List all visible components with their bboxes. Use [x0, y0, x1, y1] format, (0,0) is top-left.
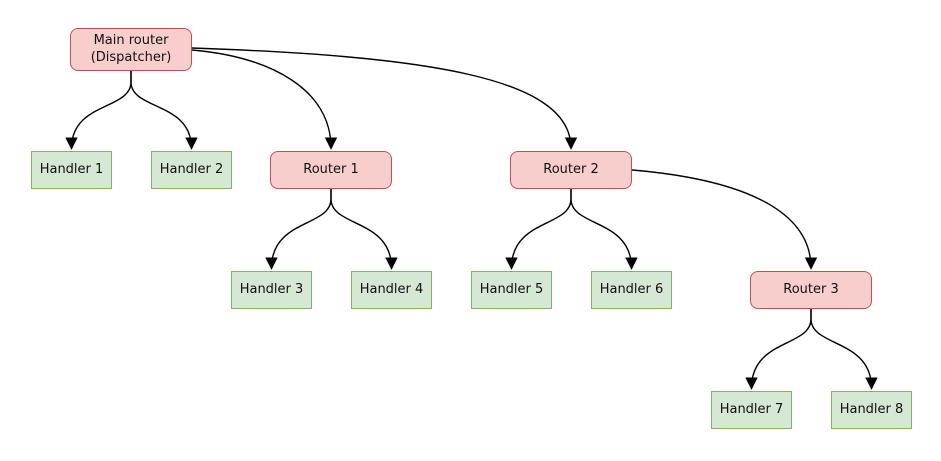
- node-label: Handler 8: [839, 401, 904, 417]
- edge-main-router-to-handler-2: [130, 71, 198, 150]
- node-handler-5: Handler 5: [471, 271, 552, 309]
- edge-router-1-to-handler-3: [265, 189, 332, 270]
- node-label: Router 1: [303, 161, 359, 177]
- node-label: Handler 7: [719, 401, 784, 417]
- edge-router-2-to-handler-5: [505, 189, 572, 270]
- edge-main-router-to-router-1: [191, 49, 338, 150]
- edge-router-2-to-handler-6: [570, 189, 638, 270]
- node-label: Handler 5: [479, 281, 544, 297]
- edge-router-2-to-router-3: [631, 169, 818, 270]
- node-handler-4: Handler 4: [351, 271, 432, 309]
- node-handler-3: Handler 3: [231, 271, 312, 309]
- node-handler-1: Handler 1: [31, 151, 112, 189]
- node-label: Handler 3: [239, 281, 304, 297]
- edge-router-3-to-handler-7: [745, 309, 812, 390]
- node-router-1: Router 1: [270, 151, 392, 189]
- node-label: Router 2: [543, 161, 599, 177]
- node-handler-8: Handler 8: [831, 391, 912, 429]
- node-main-router: Main router (Dispatcher): [70, 28, 192, 71]
- edge-router-3-to-handler-8: [810, 309, 878, 390]
- node-label: Handler 2: [159, 161, 224, 177]
- node-router-3: Router 3: [750, 271, 872, 309]
- node-handler-6: Handler 6: [591, 271, 672, 309]
- node-label: Handler 1: [39, 161, 104, 177]
- edge-main-router-to-handler-1: [65, 71, 132, 150]
- node-label: Main router (Dispatcher): [90, 32, 172, 65]
- edge-main-router-to-router-2: [191, 47, 578, 150]
- node-label: Handler 6: [599, 281, 664, 297]
- node-label: Router 3: [783, 281, 839, 297]
- edge-router-1-to-handler-4: [330, 189, 398, 270]
- node-handler-2: Handler 2: [151, 151, 232, 189]
- node-router-2: Router 2: [510, 151, 632, 189]
- node-handler-7: Handler 7: [711, 391, 792, 429]
- node-label: Handler 4: [359, 281, 424, 297]
